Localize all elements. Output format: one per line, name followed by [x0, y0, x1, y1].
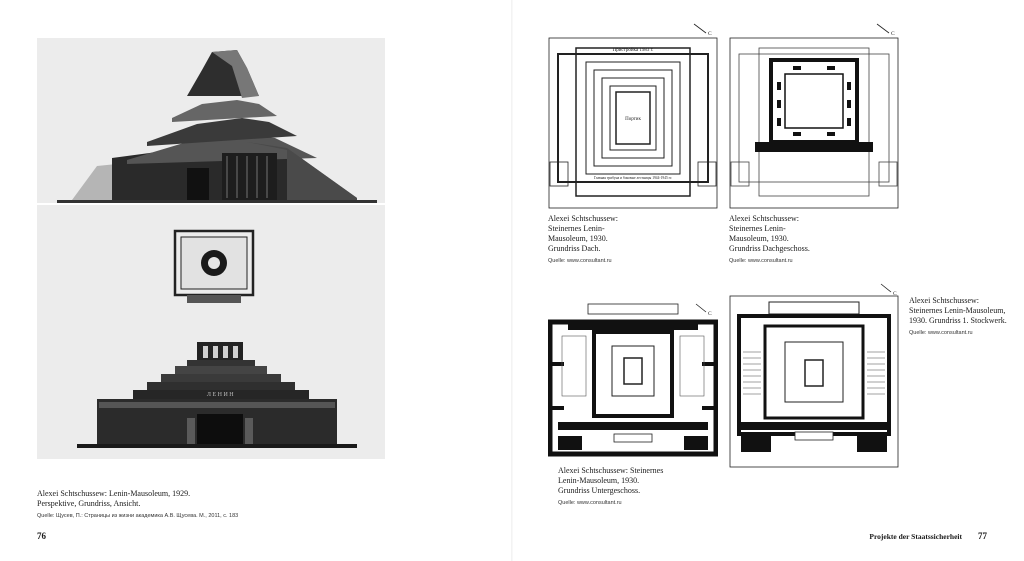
north-arrow: С [695, 303, 712, 317]
figure-roof-plan: С Пристройка 1983 г. Портик Главная триб… [548, 22, 718, 209]
elevation-inscription: ЛЕНИН [207, 392, 235, 398]
caption-figure-4: Alexei Schtschussew: Steinernes Lenin-Ma… [558, 466, 758, 507]
mausoleum-drawing: ЛЕНИН [37, 38, 385, 459]
left-stair [743, 351, 761, 395]
attic-plan-drawing: С [729, 23, 899, 209]
north-label: С [891, 31, 895, 37]
first-floor-plan-drawing: С [729, 283, 899, 468]
page-number-left: 76 [37, 531, 46, 541]
front-elevation: ЛЕНИН [77, 342, 357, 448]
figure-perspective-plan-elevation: ЛЕНИН [37, 38, 385, 459]
right-stair [867, 351, 885, 395]
caption-title: Alexei Schtschussew: Lenin-Mausoleum, 19… [37, 489, 191, 508]
north-label: С [893, 291, 897, 297]
figure-basement-plan: С [548, 302, 718, 458]
caption-figure-2: Alexei Schtschussew: Steinernes Lenin- M… [548, 214, 718, 265]
caption-figure-3: Alexei Schtschussew: Steinernes Lenin- M… [729, 214, 899, 265]
figure-first-floor-plan: С [729, 282, 899, 468]
roof-plan-drawing: С Пристройка 1983 г. Портик Главная триб… [548, 23, 718, 209]
caption-title: Alexei Schtschussew: Steinernes Lenin- M… [729, 214, 810, 253]
running-head: Projekte der Staatssicherheit [869, 532, 962, 541]
caption-title: Alexei Schtschussew: Steinernes Lenin-Ma… [909, 296, 1007, 325]
caption-title: Alexei Schtschussew: Steinernes Lenin-Ma… [558, 466, 664, 495]
north-arrow: С [880, 283, 897, 297]
north-arrow: С [693, 23, 712, 37]
caption-source: Quelle: Щусев, П.: Страницы из жизни ака… [37, 513, 239, 519]
page-number-right: 77 [978, 531, 987, 541]
roof-label-bottom: Главная трибуна и боковые лестницы 1944-… [594, 176, 672, 180]
figure-attic-plan: С [729, 22, 899, 209]
caption-title: Alexei Schtschussew: Steinernes Lenin- M… [548, 214, 618, 253]
roof-label-center: Портик [625, 117, 641, 122]
caption-figure-1: Alexei Schtschussew: Lenin-Mausoleum, 19… [37, 489, 377, 520]
north-label: С [708, 31, 712, 37]
north-arrow: С [876, 23, 895, 37]
caption-source: Quelle: www.consultant.ru [548, 258, 612, 264]
north-label: С [708, 311, 712, 317]
caption-source: Quelle: www.consultant.ru [729, 258, 793, 264]
caption-source: Quelle: www.consultant.ru [909, 330, 973, 336]
roof-label-top: Пристройка 1983 г. [613, 48, 654, 53]
caption-figure-5: Alexei Schtschussew: Steinernes Lenin-Ma… [909, 296, 1021, 337]
perspective-view [57, 50, 377, 203]
small-floor-plan [173, 229, 255, 303]
gutter [511, 0, 513, 561]
caption-source: Quelle: www.consultant.ru [558, 500, 622, 506]
basement-plan-drawing: С [548, 303, 718, 457]
